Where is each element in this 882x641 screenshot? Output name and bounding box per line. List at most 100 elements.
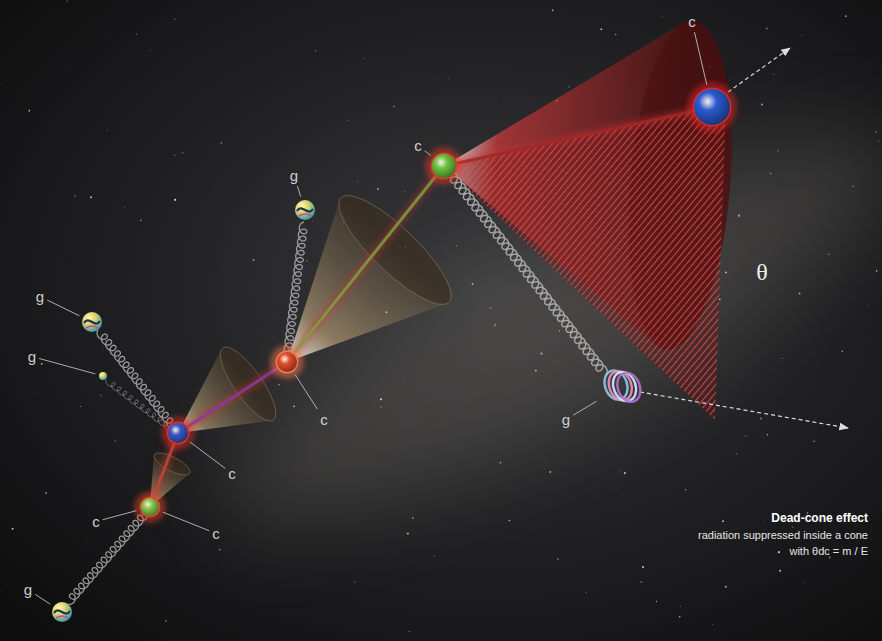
star	[66, 0, 68, 2]
star	[503, 103, 505, 105]
star	[640, 581, 642, 583]
star	[140, 220, 142, 222]
quark-direction-arrow	[728, 48, 790, 92]
leader-line	[39, 358, 95, 373]
charm-quarks	[138, 86, 733, 519]
star	[45, 492, 47, 494]
star	[852, 185, 854, 187]
star	[777, 150, 778, 151]
star	[842, 350, 843, 351]
star	[624, 472, 626, 474]
leader-line	[295, 375, 317, 409]
gluon-direction-arrow	[640, 392, 848, 428]
effect-title: Dead-cone effect	[771, 512, 868, 524]
gluon-swirl	[86, 326, 98, 328]
quark-glow	[138, 495, 162, 519]
star	[725, 586, 727, 588]
star	[878, 140, 880, 142]
particle-label: c	[688, 14, 696, 29]
quark-rim	[167, 422, 190, 445]
star	[512, 609, 514, 611]
star	[619, 494, 621, 496]
star	[433, 555, 435, 557]
quark-rim	[431, 153, 458, 180]
star	[494, 324, 496, 326]
gluon-spring	[106, 380, 173, 430]
star	[541, 353, 543, 355]
star	[778, 551, 780, 553]
quark-rim	[693, 88, 732, 127]
star	[315, 50, 316, 51]
particle-label: g	[28, 349, 36, 364]
star	[402, 379, 404, 381]
star	[354, 581, 356, 583]
angle-symbol: θ	[756, 260, 768, 284]
particle-label: g	[562, 412, 570, 427]
leader-line	[163, 512, 209, 531]
leader-line	[103, 511, 137, 520]
star	[610, 575, 612, 577]
star	[725, 271, 727, 273]
star	[165, 620, 166, 621]
star	[736, 453, 738, 455]
star	[557, 558, 559, 560]
star	[773, 73, 775, 75]
quark-track-glow	[150, 107, 712, 507]
star	[813, 441, 815, 443]
charm-quark	[432, 154, 456, 178]
star	[174, 155, 175, 156]
particle-label: g	[36, 289, 44, 304]
star	[766, 28, 768, 30]
particle-label: c	[228, 466, 236, 481]
star	[39, 392, 41, 394]
star	[804, 582, 805, 583]
star	[364, 58, 366, 60]
star	[489, 307, 491, 309]
charm-quark	[694, 89, 730, 125]
star	[711, 624, 713, 626]
leader-line	[694, 32, 706, 85]
star	[568, 86, 569, 87]
star	[380, 398, 382, 400]
quark-glow	[274, 349, 300, 375]
star	[535, 370, 537, 372]
star	[619, 470, 620, 471]
star	[219, 549, 221, 551]
star	[253, 259, 255, 261]
gluon-spring	[67, 510, 148, 605]
star	[234, 142, 236, 144]
star	[642, 562, 644, 564]
star	[28, 110, 30, 112]
star	[104, 313, 105, 314]
gluon-ball	[295, 200, 315, 220]
star	[738, 212, 740, 214]
star	[638, 575, 639, 576]
gluon-lines	[67, 171, 607, 604]
star	[661, 16, 663, 18]
gluon-spring	[446, 171, 607, 375]
star	[679, 616, 681, 618]
gluon-ball	[99, 372, 107, 380]
gluon-swirl	[299, 214, 311, 216]
gluon-emission-cone	[287, 196, 451, 362]
quark-glow	[165, 420, 191, 446]
leader-line	[425, 151, 431, 156]
star	[100, 394, 102, 396]
gluon-swirl	[84, 320, 100, 323]
particle-label: c	[212, 526, 220, 541]
star	[114, 440, 116, 442]
star	[656, 601, 657, 602]
star	[306, 260, 307, 261]
star	[124, 206, 125, 207]
star	[500, 462, 502, 464]
star	[456, 245, 457, 246]
star	[110, 33, 111, 34]
angle-symbol-holder: θ	[756, 260, 768, 284]
quark-track	[287, 166, 444, 362]
effect-formula-holder: with θdc = m / E	[789, 541, 868, 559]
gluon-ball	[82, 312, 102, 332]
gluon-swirl	[297, 208, 313, 211]
star	[615, 34, 617, 36]
